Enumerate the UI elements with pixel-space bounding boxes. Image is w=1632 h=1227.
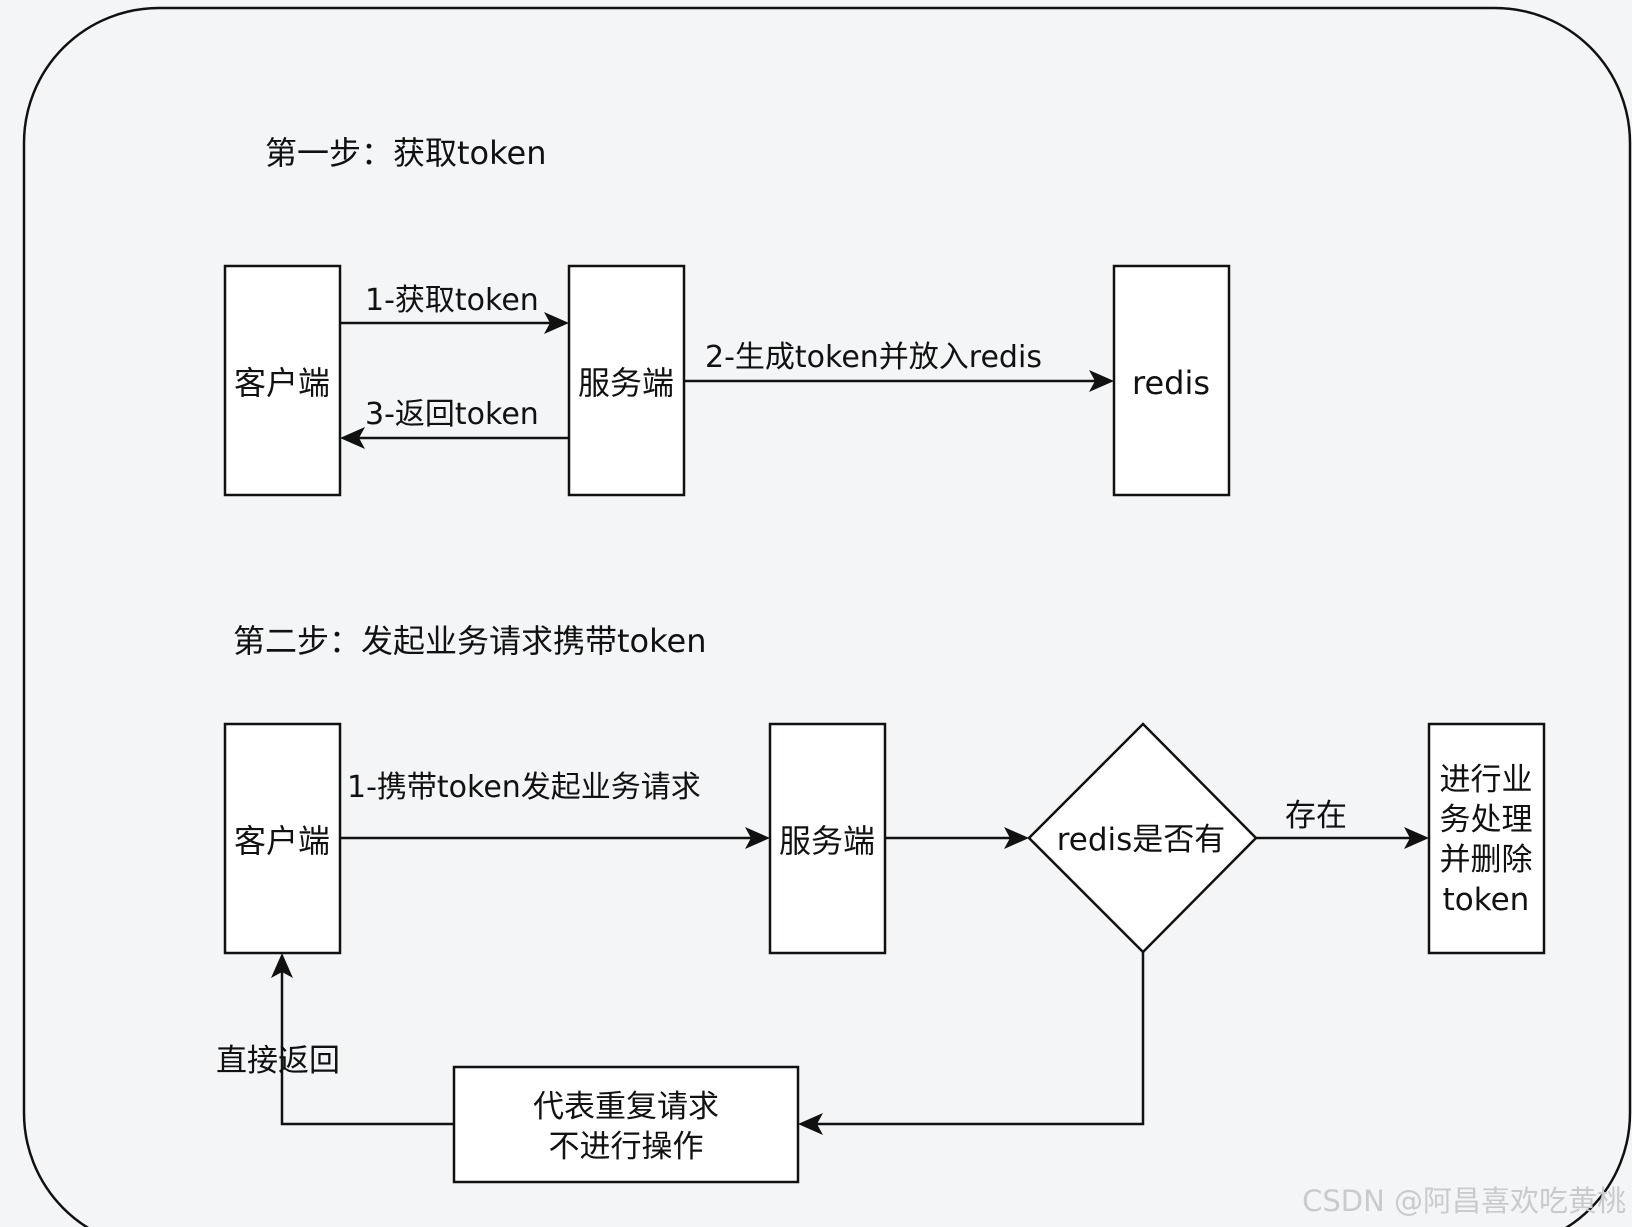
edge-request-label: 1-携带token发起业务请求 (347, 770, 701, 805)
edge-get-token-label: 1-获取token (365, 283, 539, 318)
process-box (1427, 722, 1546, 955)
step1-server-label: 服务端 (578, 364, 674, 402)
step1-server-box (567, 264, 686, 497)
process-line-1: 进行业 (1440, 762, 1533, 798)
redis-box (1112, 264, 1231, 497)
edge-direct-return-arrowhead (271, 953, 293, 978)
step2-server-box (768, 722, 887, 955)
edge-server-decision-arrowhead (1004, 827, 1029, 849)
edge-direct-return-label: 直接返回 (216, 1043, 340, 1079)
duplicate-line-1: 代表重复请求 (533, 1089, 719, 1125)
process-line-4: token (1443, 882, 1530, 918)
step2-client-label: 客户端 (234, 822, 330, 860)
edge-return-token-arrowhead (340, 427, 365, 449)
edge-exists-label: 存在 (1285, 798, 1347, 834)
edge-not-exists-arrowhead (798, 1113, 823, 1135)
edge-gen-token-arrowhead (1089, 370, 1114, 392)
edge-exists-arrowhead (1404, 827, 1429, 849)
edge-not-exists (815, 952, 1145, 1126)
edge-direct-return (280, 970, 454, 1126)
watermark: CSDN @阿昌喜欢吃黄桃 (1302, 1184, 1626, 1218)
duplicate-box (452, 1065, 800, 1184)
step1-client-box (223, 264, 342, 497)
step1-title: 第一步：获取token (265, 134, 547, 172)
step2-server-label: 服务端 (779, 822, 875, 860)
process-line-2: 务处理 (1440, 802, 1533, 838)
edge-return-token-label: 3-返回token (365, 397, 539, 432)
edge-gen-token-label: 2-生成token并放入redis (705, 340, 1042, 375)
step2-client-box (223, 722, 342, 955)
edge-request-arrowhead (745, 827, 770, 849)
duplicate-line-2: 不进行操作 (549, 1129, 704, 1165)
edge-get-token-arrowhead (544, 312, 569, 334)
process-line-3: 并删除 (1440, 842, 1533, 878)
step1-client-label: 客户端 (234, 364, 330, 402)
redis-label: redis (1132, 364, 1210, 402)
decision-label: redis是否有 (1057, 822, 1226, 858)
step2-title: 第二步：发起业务请求携带token (233, 622, 707, 660)
